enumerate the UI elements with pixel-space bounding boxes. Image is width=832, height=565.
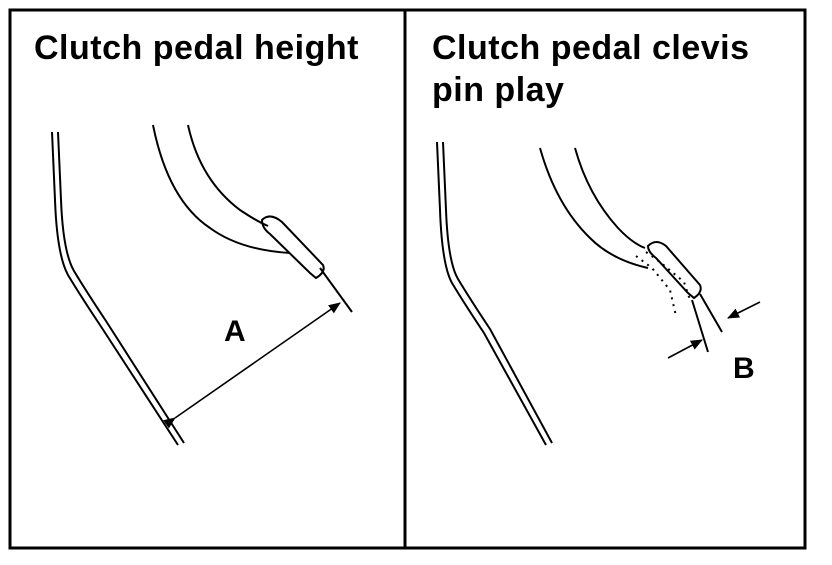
pedal-pad-left bbox=[260, 215, 325, 280]
floor-board-left-inner bbox=[57, 131, 185, 444]
pedal-pad-right bbox=[646, 241, 702, 300]
extension-line-b1 bbox=[691, 299, 709, 353]
floor-board-right bbox=[436, 141, 547, 446]
dimension-arrow-b-right bbox=[727, 301, 761, 319]
floor-board-right-inner bbox=[442, 141, 553, 444]
right-panel-drawing bbox=[436, 141, 761, 446]
dimension-label-a: A bbox=[224, 315, 246, 348]
left-panel-drawing bbox=[51, 124, 353, 446]
pedal-arm-right bbox=[539, 147, 649, 269]
pedal-arm-right-inner bbox=[574, 147, 646, 249]
panel-title-right: Clutch pedal clevis pin play bbox=[432, 29, 750, 109]
dimension-arrow-a bbox=[163, 302, 341, 429]
pedal-arm-left bbox=[152, 124, 291, 254]
pedal-arm-left-inner bbox=[187, 124, 269, 227]
pedal-play-dotted-2 bbox=[645, 251, 691, 301]
extension-line-b2 bbox=[699, 293, 723, 333]
floor-board-left bbox=[51, 131, 179, 446]
diagram-frame bbox=[8, 8, 807, 550]
dimension-label-b: B bbox=[733, 352, 755, 385]
dimension-arrow-b-left bbox=[667, 339, 703, 359]
pedal-play-dotted bbox=[635, 255, 677, 317]
panel-title-left: Clutch pedal height bbox=[34, 29, 359, 67]
extension-line-a bbox=[319, 267, 353, 313]
